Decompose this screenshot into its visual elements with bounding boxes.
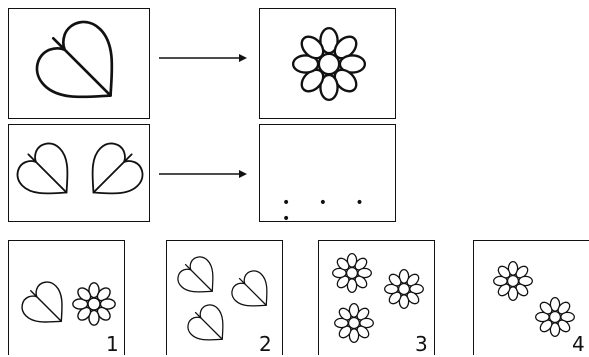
option-box-3[interactable]: 3	[318, 240, 435, 355]
option-label: 4	[572, 332, 585, 356]
option-label: 2	[259, 332, 272, 356]
flower-icon	[334, 303, 374, 343]
leaf-icon	[23, 8, 141, 126]
option-label: 1	[106, 332, 119, 356]
leaf-icon	[73, 134, 152, 213]
flower-icon	[493, 261, 533, 301]
leaf-icon	[181, 298, 237, 354]
right-arrow-icon	[159, 54, 247, 62]
question-box-row2-right: • • • •	[259, 124, 396, 227]
leaf-icon	[14, 274, 78, 338]
option-label: 3	[415, 332, 428, 356]
question-box-row1-right	[259, 8, 396, 119]
question-box-row1-left	[8, 8, 150, 126]
leaf-icon	[171, 250, 227, 306]
right-arrow-icon	[159, 170, 247, 178]
leaf-icon	[225, 264, 281, 320]
option-box-1[interactable]: 1	[8, 240, 125, 355]
flower-icon	[291, 26, 367, 102]
option-box-4[interactable]: 4	[473, 240, 589, 355]
option-box-2[interactable]: 2	[166, 240, 283, 355]
question-box-row2-left	[8, 124, 152, 222]
answer-placeholder: • • • •	[282, 195, 376, 227]
flower-icon	[72, 282, 116, 326]
flower-icon	[332, 253, 372, 293]
leaf-icon	[8, 134, 87, 213]
flower-icon	[384, 269, 424, 309]
flower-icon	[535, 297, 575, 337]
